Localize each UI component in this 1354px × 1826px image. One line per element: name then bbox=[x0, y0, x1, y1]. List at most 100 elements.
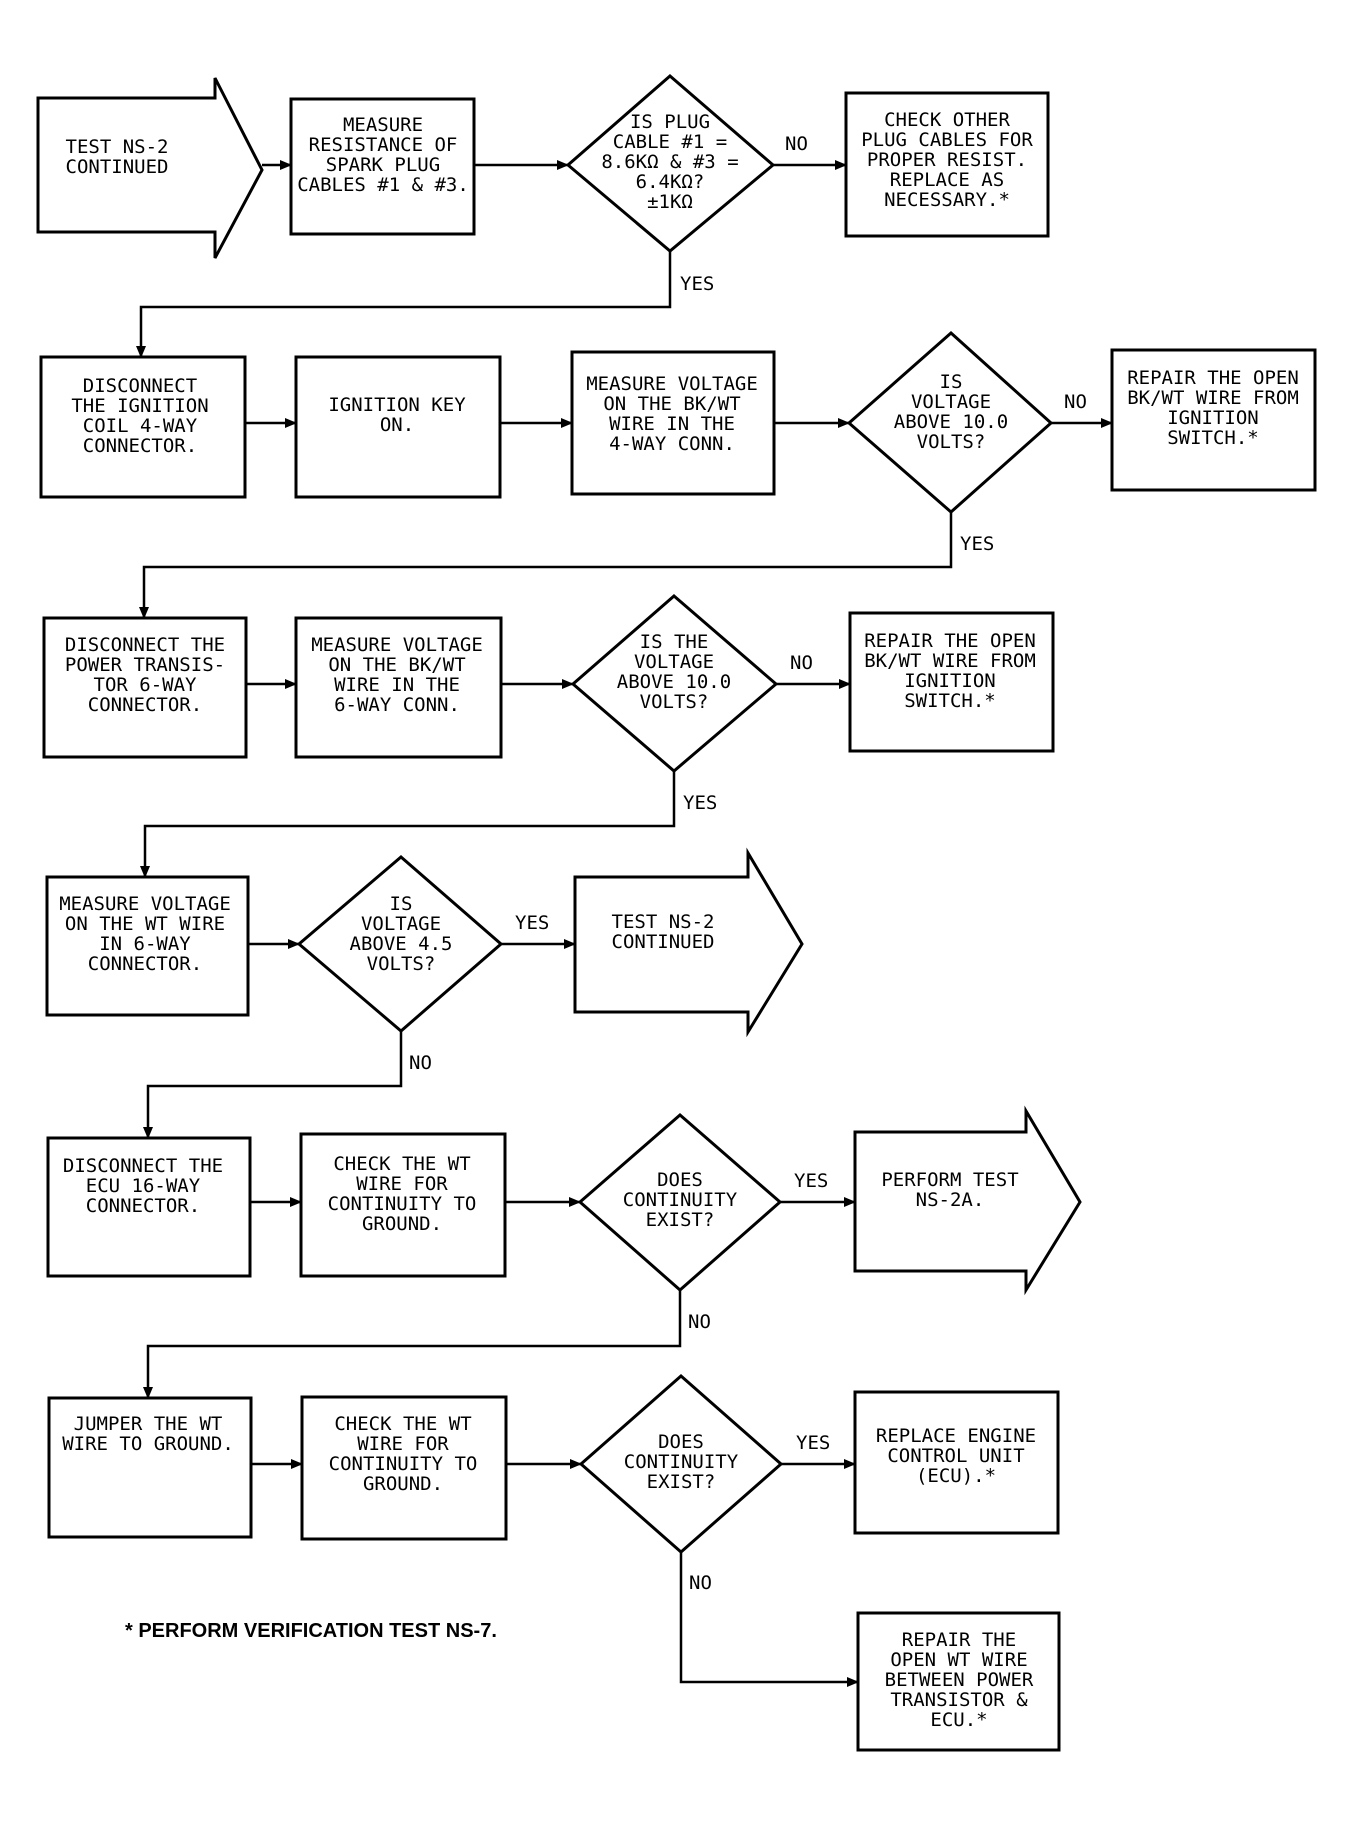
edge-label-yes: YES bbox=[680, 273, 714, 295]
label-line: TEST NS-2 bbox=[66, 136, 169, 158]
label-line: 6.4KΩ? bbox=[636, 171, 705, 193]
label-line: THE IGNITION bbox=[71, 395, 208, 417]
jumper-wt-ground-box bbox=[47, 1396, 253, 1539]
label-line: EXIST? bbox=[647, 1471, 716, 1493]
label-line: SWITCH.* bbox=[904, 690, 996, 712]
label-line: 4-WAY CONN. bbox=[609, 433, 735, 455]
connector bbox=[140, 771, 676, 878]
label-line: IN 6-WAY bbox=[99, 933, 191, 955]
label-line: MEASURE bbox=[343, 114, 423, 136]
label-line: CONNECTOR. bbox=[88, 953, 202, 975]
label-line: MEASURE VOLTAGE bbox=[586, 373, 758, 395]
label-line: DOES bbox=[658, 1431, 704, 1453]
label-line: PLUG CABLES FOR bbox=[861, 129, 1033, 151]
label-line: TRANSISTOR & bbox=[890, 1689, 1028, 1711]
disconnect-coil-box bbox=[39, 355, 247, 499]
label-line: WIRE IN THE bbox=[609, 413, 735, 435]
edge-label-no: NO bbox=[409, 1052, 432, 1074]
edge-label-no: NO bbox=[688, 1311, 711, 1333]
label-line: CONTINUED bbox=[612, 931, 715, 953]
repair-open-bkwt-b-box bbox=[848, 611, 1055, 753]
label-line: CONTINUED bbox=[66, 156, 169, 178]
label-line: REPAIR THE OPEN bbox=[864, 630, 1036, 652]
label-line: MEASURE VOLTAGE bbox=[59, 893, 231, 915]
label-line: ON THE WT WIRE bbox=[65, 913, 225, 935]
connector bbox=[136, 251, 672, 358]
label-line: ON. bbox=[380, 414, 414, 436]
label-line: WIRE IN THE bbox=[334, 674, 460, 696]
connector bbox=[143, 1290, 682, 1399]
edge-label-no: NO bbox=[785, 133, 808, 155]
label-line: CHECK THE WT bbox=[334, 1413, 471, 1435]
perform-test-ns2a-shape bbox=[853, 1105, 1082, 1296]
start-shape bbox=[36, 77, 264, 259]
label-line: ECU 16-WAY bbox=[86, 1175, 201, 1197]
replace-ecu-box bbox=[853, 1390, 1060, 1535]
label-line: DISCONNECT bbox=[83, 375, 197, 397]
label-line: WIRE TO GROUND. bbox=[62, 1433, 234, 1455]
footnote: * PERFORM VERIFICATION TEST NS-7. bbox=[125, 1620, 497, 1642]
label-line: ABOVE 10.0 bbox=[894, 411, 1008, 433]
edge-label-no: NO bbox=[1064, 391, 1087, 413]
check-wt-continuity-b-box bbox=[300, 1395, 508, 1541]
label-line: SWITCH.* bbox=[1167, 427, 1259, 449]
label-line: REPAIR THE bbox=[902, 1629, 1016, 1651]
ignition-key-on-box bbox=[294, 355, 502, 499]
label-line: CONTROL UNIT bbox=[887, 1445, 1024, 1467]
measure-resistance-box bbox=[289, 97, 476, 236]
label-line: VOLTS? bbox=[640, 691, 709, 713]
label-line: DOES bbox=[657, 1169, 703, 1191]
label-line: CONTINUITY TO bbox=[328, 1193, 477, 1215]
edge-label-yes: YES bbox=[683, 792, 717, 814]
label-line: PERFORM TEST bbox=[881, 1169, 1018, 1191]
label-line: CHECK OTHER bbox=[884, 109, 1010, 131]
label-line: CHECK THE WT bbox=[333, 1153, 470, 1175]
label-line: IS bbox=[390, 893, 413, 915]
label-line: IS bbox=[940, 371, 963, 393]
label-line: VOLTAGE bbox=[634, 651, 714, 673]
edge-label-no: NO bbox=[689, 1572, 712, 1594]
connector bbox=[143, 1031, 403, 1139]
label-line: VOLTS? bbox=[917, 431, 986, 453]
label-line: POWER TRANSIS- bbox=[65, 654, 225, 676]
label-line: VOLTAGE bbox=[911, 391, 991, 413]
label-line: REPLACE AS bbox=[890, 169, 1004, 191]
label-line: ON THE BK/WT bbox=[328, 654, 465, 676]
disconnect-ecu-box bbox=[46, 1136, 252, 1278]
label-line: SPARK PLUG bbox=[326, 154, 440, 176]
label-line: RESISTANCE OF bbox=[309, 134, 458, 156]
label-line: BETWEEN POWER bbox=[885, 1669, 1034, 1691]
label-line: JUMPER THE WT bbox=[74, 1413, 223, 1435]
label-line: IS PLUG bbox=[630, 111, 710, 133]
label-line: BK/WT WIRE FROM bbox=[864, 650, 1036, 672]
label-line: GROUND. bbox=[362, 1213, 442, 1235]
measure-voltage-4way-box bbox=[570, 350, 776, 496]
connector bbox=[679, 1552, 859, 1687]
label-line: OPEN WT WIRE bbox=[890, 1649, 1027, 1671]
label-line: CABLE #1 = bbox=[613, 131, 727, 153]
connector bbox=[139, 512, 953, 619]
measure-wt-voltage-box bbox=[45, 875, 250, 1017]
label-line: CONNECTOR. bbox=[88, 694, 202, 716]
label-line: DISCONNECT THE bbox=[63, 1155, 223, 1177]
check-other-cables-box bbox=[844, 91, 1050, 238]
